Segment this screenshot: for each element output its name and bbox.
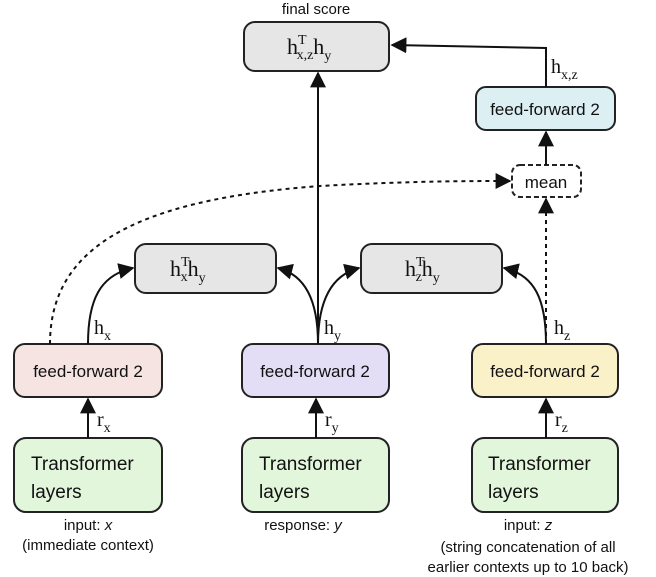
rz-label: rz: [555, 409, 568, 436]
input-x-note: (immediate context): [22, 537, 154, 554]
ry-label: ry: [325, 409, 339, 436]
feed-forward-y-box: [241, 343, 390, 398]
hy-label: hy: [324, 317, 341, 344]
transformer-x-label-1: Transformer: [31, 454, 134, 475]
feed-forward-top-label: feed-forward 2: [490, 100, 600, 119]
feed-forward-z-label: feed-forward 2: [490, 362, 600, 381]
transformer-z-label-1: Transformer: [488, 454, 591, 475]
input-z-caption: input: z: [504, 517, 553, 534]
hz-hy-box: [360, 243, 503, 294]
mean-label: mean: [525, 173, 568, 192]
transformer-z-label-2: layers: [488, 482, 539, 503]
arrow-hx-to-mean: [49, 173, 512, 345]
input-z-note-2: earlier contexts up to 10 back): [428, 559, 629, 576]
hxz-label: hx,z: [551, 56, 578, 83]
arrow-hxz-to-final: [390, 37, 547, 87]
final-score-caption: final score: [282, 1, 350, 18]
hx-hy-box: [134, 243, 277, 294]
transformer-y-label-1: Transformer: [259, 454, 362, 475]
rx-label: rx: [97, 409, 111, 436]
feed-forward-x-label: feed-forward 2: [33, 362, 143, 381]
input-x-caption: input: x: [64, 517, 113, 534]
feed-forward-y-label: feed-forward 2: [260, 362, 370, 381]
response-caption: response: y: [264, 517, 343, 534]
input-z-note-1: (string concatenation of all: [440, 539, 615, 556]
arrow-hy-to-dot-x: [276, 263, 319, 345]
hx-label: hx: [94, 317, 111, 344]
transformer-x-label-2: layers: [31, 482, 82, 503]
transformer-y-label-2: layers: [259, 482, 310, 503]
arrow-hz-to-dot: [502, 263, 547, 345]
hz-label: hz: [554, 317, 570, 344]
final-score-box: [243, 21, 390, 72]
arrow-hx-to-dot: [87, 263, 135, 345]
